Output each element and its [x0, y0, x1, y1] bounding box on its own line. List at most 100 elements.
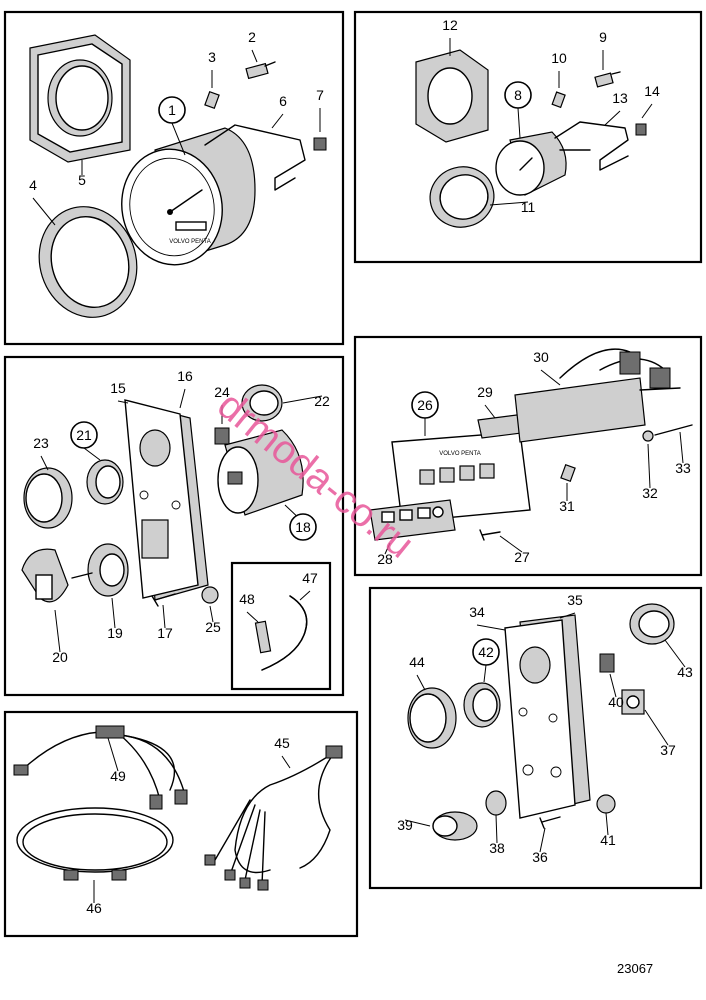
part-label-15: 15 [110, 380, 129, 404]
part-number: 34 [469, 604, 485, 620]
part-label-37: 37 [644, 709, 676, 758]
part-label-4: 4 [29, 177, 56, 226]
part-label-11: 11 [489, 199, 535, 215]
leader-line [404, 819, 431, 827]
alarm-push-switch-part [621, 689, 645, 715]
part-number: 38 [489, 840, 505, 856]
part-label-27: 27 [499, 535, 530, 565]
leader-line [559, 612, 576, 619]
leader-line [484, 404, 496, 419]
part-number: 47 [302, 570, 318, 586]
ignition-switch-part [71, 543, 129, 597]
front-plate-part [124, 399, 199, 599]
part-label-20: 20 [52, 609, 68, 665]
part-number: 44 [409, 654, 425, 670]
part-number: 3 [208, 49, 216, 65]
part-label-29: 29 [477, 384, 496, 419]
part-number: 20 [52, 649, 68, 665]
part-label-41: 41 [600, 812, 616, 848]
leader-line [179, 388, 186, 409]
gauge-bulb-part [551, 91, 566, 109]
panel-cable-group [3, 710, 359, 938]
part-number: 48 [239, 591, 255, 607]
panel-switch-panel-group [3, 355, 345, 697]
nut-part [313, 137, 327, 151]
alarm-cover-part [407, 687, 457, 749]
bulb-holder-part [245, 61, 276, 80]
part-label-7: 7 [316, 87, 324, 132]
warning-screw-part [479, 529, 501, 541]
hose-inset [230, 561, 332, 691]
part-label-47: 47 [299, 570, 318, 601]
leader-line [517, 107, 521, 139]
part-label-44: 44 [409, 654, 426, 691]
panel-frame [3, 10, 345, 346]
alarm-front-plate-part [504, 619, 576, 819]
part-label-46: 46 [86, 880, 102, 916]
part-number-circle [411, 391, 439, 419]
gauge-part [495, 131, 591, 196]
wiring-harness-part [204, 745, 343, 891]
part-number: 31 [559, 498, 575, 514]
part-number: 22 [314, 393, 330, 409]
ignition-key-part [21, 548, 69, 603]
part-label-33: 33 [675, 431, 691, 476]
part-label-48: 48 [239, 591, 259, 623]
leader-line [605, 812, 609, 836]
panel-tachometer-group: VOLVO PENTA [3, 10, 345, 346]
part-number: 21 [76, 427, 92, 443]
alarm-toggle-part [599, 653, 615, 673]
leader-line [107, 737, 119, 772]
part-label-12: 12 [442, 17, 458, 56]
leader-line [641, 103, 653, 119]
part-label-19: 19 [107, 597, 123, 641]
leader-line [111, 597, 116, 629]
leader-line [246, 611, 259, 623]
part-number: 26 [417, 397, 433, 413]
buzzer-cover-part [23, 467, 73, 529]
part-number: 13 [612, 90, 628, 106]
panel-screw-part [151, 593, 176, 607]
part-number: 7 [316, 87, 324, 103]
part-label-5: 5 [78, 160, 86, 188]
panel-frame [3, 710, 359, 938]
leader-line [281, 755, 291, 769]
gauge-bracket-part [554, 121, 629, 171]
alarm-knob-part [432, 811, 478, 841]
part-number: 9 [599, 29, 607, 45]
leader-line [664, 639, 686, 668]
part-number: 6 [279, 93, 287, 109]
leader-line [384, 542, 391, 555]
part-number: 12 [442, 17, 458, 33]
gauge-bulb-holder-part [594, 71, 621, 88]
part-number-circle [70, 421, 98, 449]
part-label-6: 6 [271, 93, 287, 129]
panel-frame [3, 355, 345, 697]
part-label-1: 1 [158, 96, 186, 156]
warning-plate-marking: VOLVO PENTA [439, 451, 480, 457]
part-label-18: 18 [284, 504, 317, 541]
leader-line [489, 201, 529, 206]
part-label-13: 13 [604, 90, 628, 126]
panel-warning-panel-group: VOLVO PENTA [353, 335, 703, 577]
leader-line [209, 605, 214, 623]
leader-line [32, 197, 56, 226]
part-number: 33 [675, 460, 691, 476]
leader-line [416, 674, 426, 691]
part-label-3: 3 [208, 49, 216, 88]
part-number: 49 [110, 768, 126, 784]
part-number: 10 [551, 50, 567, 66]
part-label-40: 40 [608, 673, 624, 710]
part-number: 16 [177, 368, 193, 384]
panel-frame [368, 586, 703, 890]
part-label-9: 9 [599, 29, 607, 70]
part-number: 15 [110, 380, 126, 396]
switch-housing-part [217, 429, 304, 516]
alarm-ring-part [629, 603, 675, 645]
leader-line [495, 814, 498, 844]
part-number: 45 [274, 735, 290, 751]
part-number: 19 [107, 625, 123, 641]
leader-line [40, 455, 49, 471]
part-number: 37 [660, 742, 676, 758]
